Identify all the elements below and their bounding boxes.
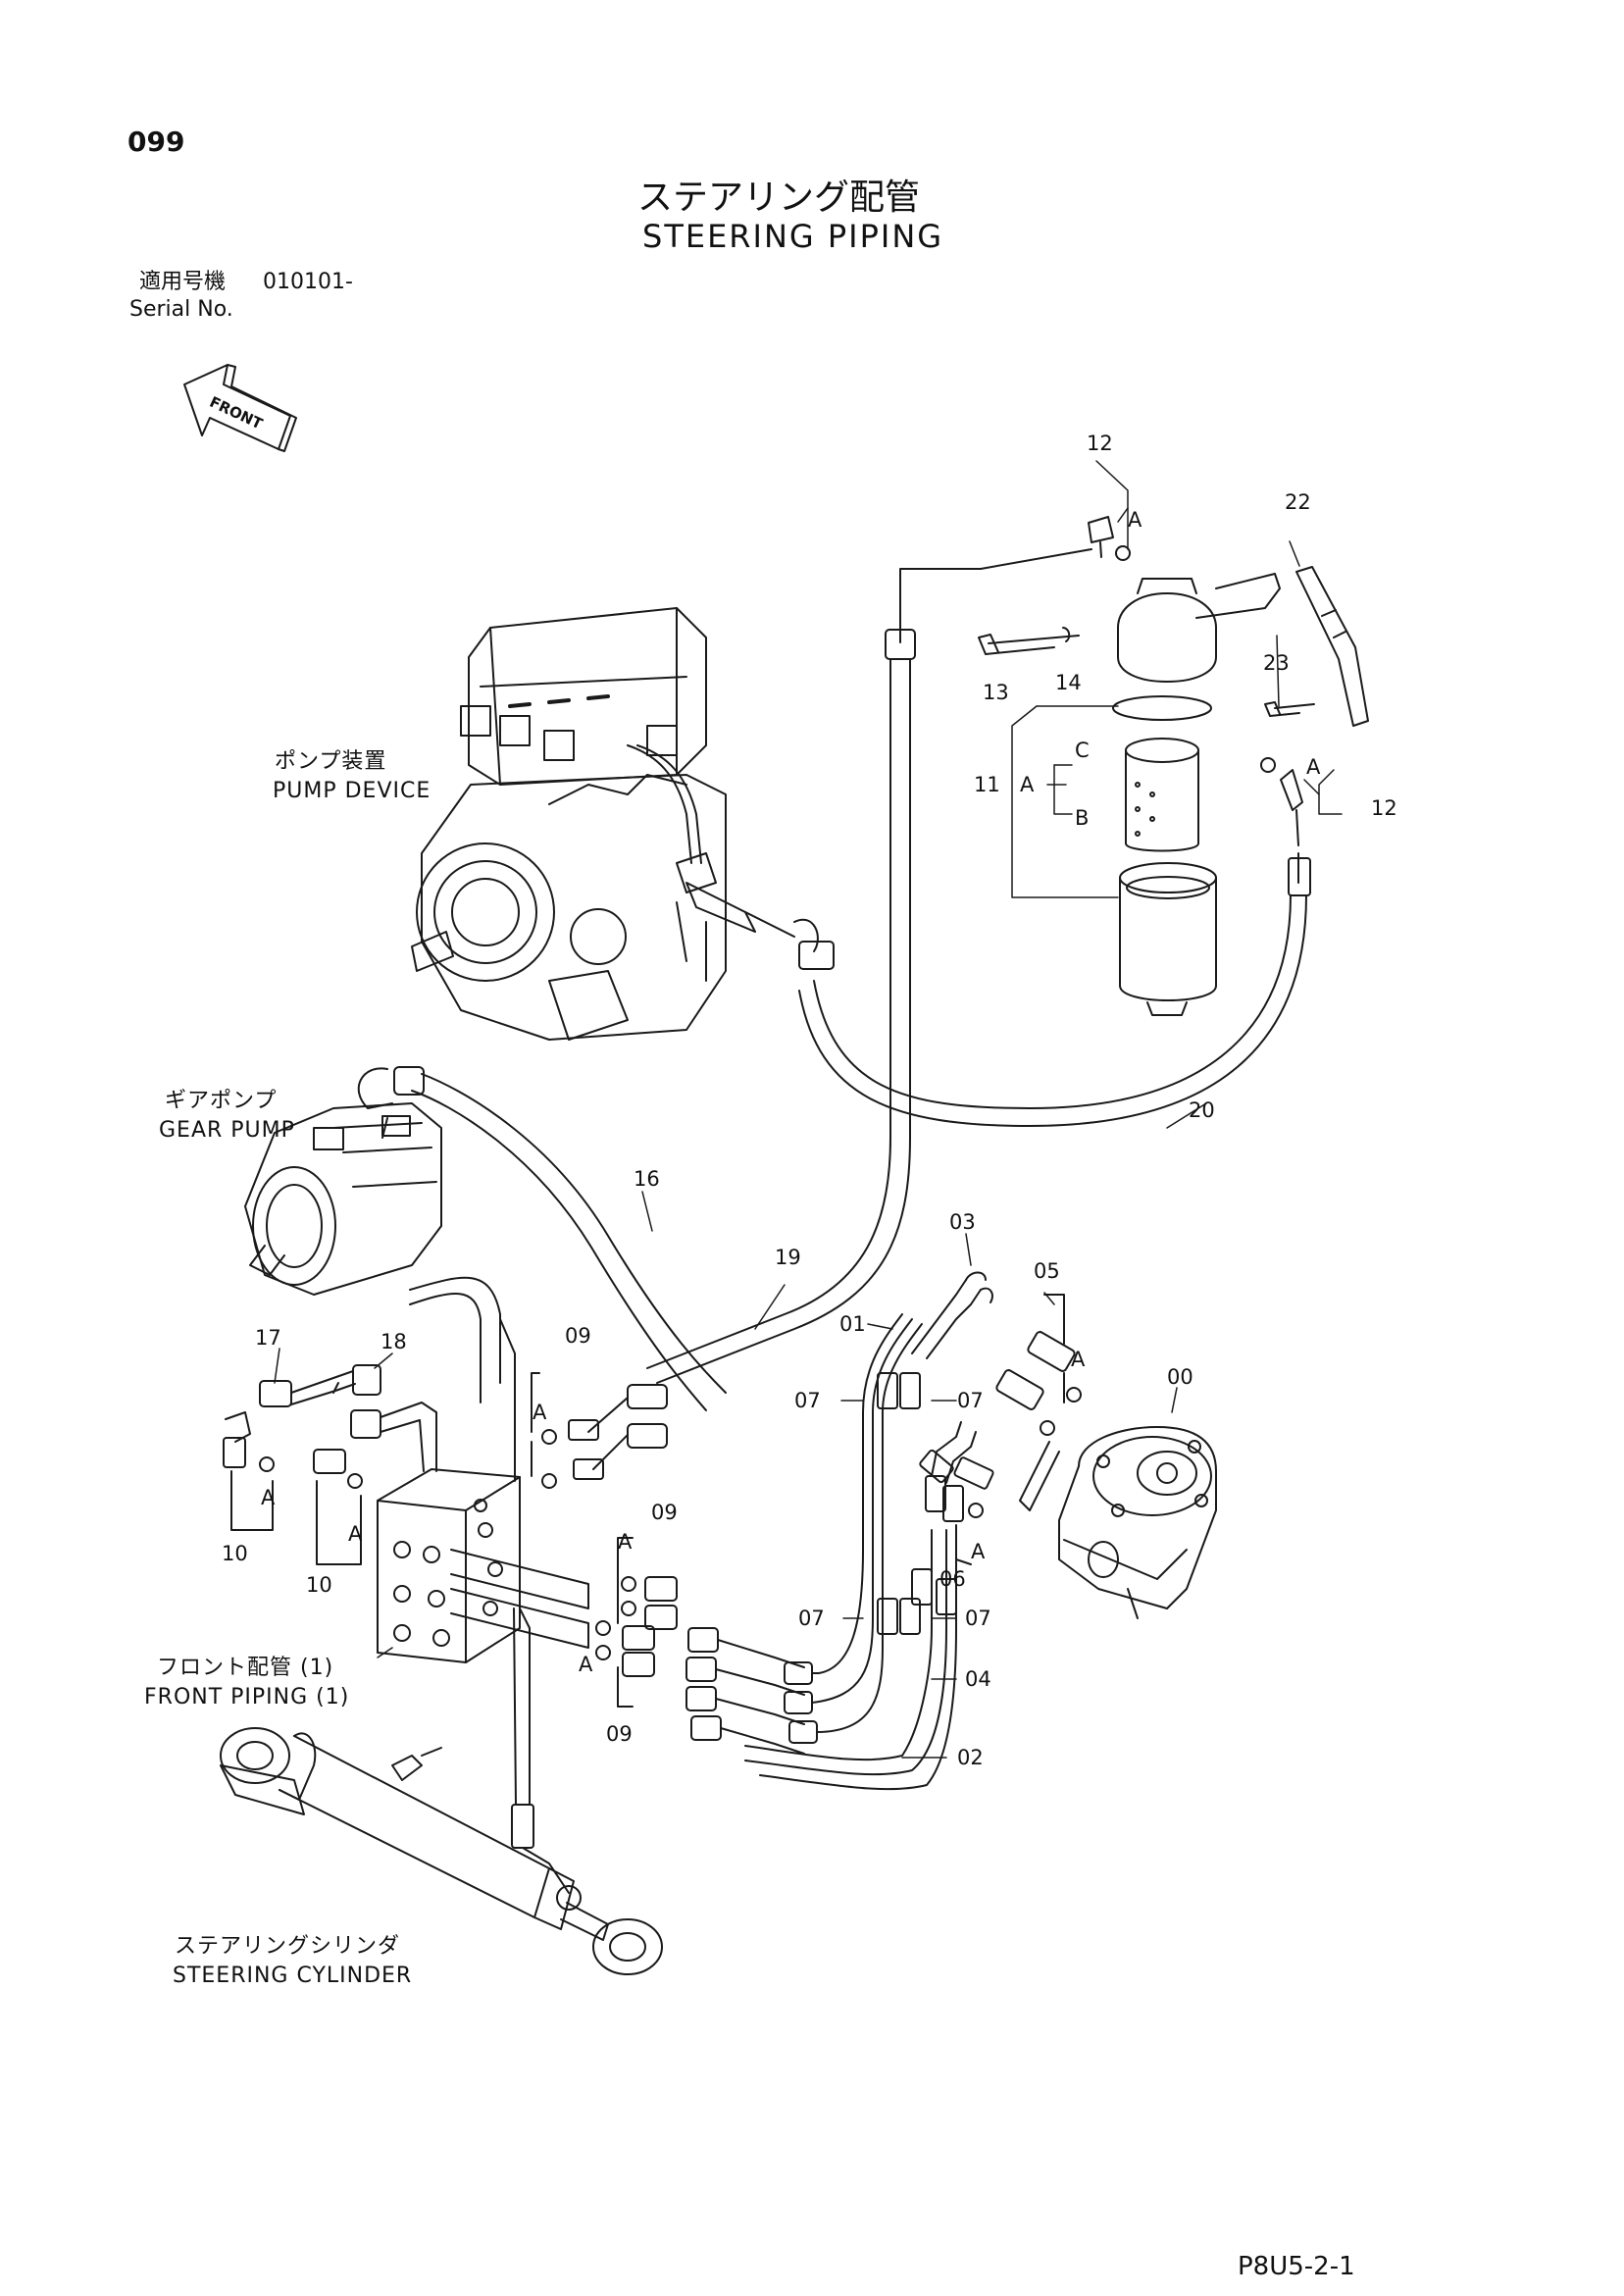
pump-device-drawing [412,608,794,1040]
steering-cylinder-drawing [221,1728,662,1974]
callout-05-a: A [1071,1348,1086,1371]
page-title-jp: ステアリング配管 [637,178,921,218]
callout-17: 17 [255,1326,281,1350]
page-number: 099 [127,126,185,158]
steering-cylinder-label-jp: ステアリングシリンダ [175,1934,401,1959]
callout-12-top: 12 [1087,432,1113,455]
callout-11-a: A [1020,773,1035,796]
callout-04: 04 [965,1667,991,1691]
callout-10-mid-a: A [348,1522,363,1546]
callout-09-mid-a: A [618,1530,633,1554]
steering-valve-drawing [1059,1427,1216,1618]
callout-09-mid: 09 [651,1501,678,1524]
callout-07-b: 07 [957,1389,984,1412]
callout-12-top-a: A [1128,508,1142,532]
serial-value: 010101- [263,270,353,294]
serial-label-en: Serial No. [129,297,233,322]
callout-14: 14 [1055,671,1082,694]
pipe-bundle-drawing [686,1273,992,1790]
fittings-left [224,1278,500,1564]
callout-12-right-a: A [1306,755,1321,779]
callout-13: 13 [983,681,1009,704]
fittings-09-upper [532,1373,667,1488]
pump-device-label-en: PUMP DEVICE [273,779,431,803]
callout-10-left-a: A [261,1486,276,1509]
callout-11-c: C [1075,739,1090,762]
callout-22: 22 [1285,490,1311,514]
fittings-05-06 [919,1295,1081,1564]
callout-06: 06 [939,1567,966,1591]
callout-07-d: 07 [965,1607,991,1630]
callout-leaders [275,1103,1206,1758]
fittings-09-middle [596,1538,677,1707]
callout-20: 20 [1189,1098,1215,1122]
callout-07-c: 07 [798,1607,825,1630]
callout-01: 01 [839,1312,866,1336]
gear-pump-drawing [245,1103,441,1295]
front-arrow-icon [184,365,296,451]
callout-09-top-a: A [533,1401,547,1424]
gear-pump-label-en: GEAR PUMP [159,1118,295,1143]
steering-cylinder-label-en: STEERING CYLINDER [173,1964,413,1988]
gear-pump-label-jp: ギアポンプ [165,1089,278,1113]
callout-09-bot-a: A [579,1653,593,1676]
callout-18: 18 [381,1330,407,1353]
callout-16: 16 [634,1167,660,1191]
hoses-drawing [359,549,1310,1410]
callout-11-b: B [1075,806,1090,830]
callout-19: 19 [775,1246,801,1269]
front-piping-block-drawing [378,1319,588,1910]
pump-device-label-jp: ポンプ装置 [275,749,387,774]
callout-23: 23 [1263,651,1290,675]
callout-03: 03 [949,1210,976,1234]
callout-05: 05 [1034,1259,1060,1283]
front-piping-label-jp: フロント配管 (1) [157,1656,334,1680]
callout-10-mid: 10 [306,1573,332,1597]
footer-code: P8U5-2-1 [1238,2252,1355,2281]
serial-label-jp: 適用号機 [139,270,227,294]
callout-11: 11 [974,773,1000,796]
callout-10-left: 10 [222,1542,248,1565]
page-title-en: STEERING PIPING [642,218,944,255]
callout-12-right: 12 [1371,796,1397,820]
callout-02: 02 [957,1746,984,1769]
callout-06-a: A [971,1540,986,1563]
callout-09-bot: 09 [606,1722,633,1746]
callout-07-a: 07 [794,1389,821,1412]
front-piping-label-en: FRONT PIPING (1) [144,1685,350,1709]
callout-00: 00 [1167,1365,1193,1389]
filter-callout-brackets [1012,461,1342,897]
filter-assembly-drawing [979,517,1368,1015]
callout-09-top: 09 [565,1324,591,1348]
